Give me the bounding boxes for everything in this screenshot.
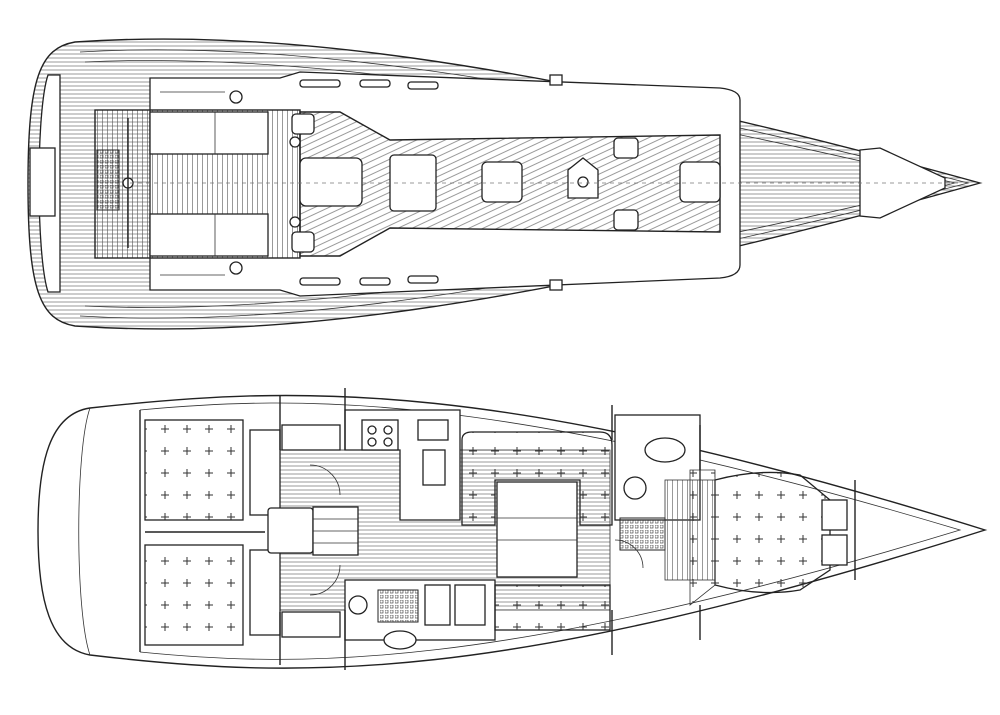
portlights [299,79,439,286]
stove-icon [361,419,399,451]
winch-icon [289,216,301,228]
heads-grating [377,589,419,623]
cockpit-seat-port [149,111,269,155]
basin-icon [383,630,417,650]
interior-layout [37,388,988,670]
winch-icon [229,90,243,104]
sink-icon [422,449,446,486]
aft-berth-stbd [144,544,244,646]
hatch [679,161,721,203]
hatch [613,209,639,231]
saloon-settee-port [461,431,613,526]
shower-grating [619,517,666,551]
swim-ladder [29,147,56,217]
cockpit-seat-stbd [149,213,269,257]
winch-icon [229,261,243,275]
deck-plan [27,38,983,330]
interior-hull-outline [37,394,988,669]
saloon-settee-stbd [494,584,611,631]
anchor-locker [859,147,946,219]
hatch [481,161,523,203]
toilet-icon [348,595,368,615]
aft-berth-port [144,419,244,521]
cleat [549,74,563,86]
winch-icon [289,136,301,148]
cleat [549,279,563,291]
forward-vee-berth [714,471,831,594]
hatch [291,231,315,253]
helm-grating [96,149,120,211]
hatch [613,137,639,159]
toilet-icon [623,476,647,500]
basin-icon [644,437,686,463]
forward-heads [614,414,701,521]
companionway [299,157,363,207]
hatch [291,113,315,135]
saloon-table [496,481,578,578]
engine-box [267,507,314,554]
